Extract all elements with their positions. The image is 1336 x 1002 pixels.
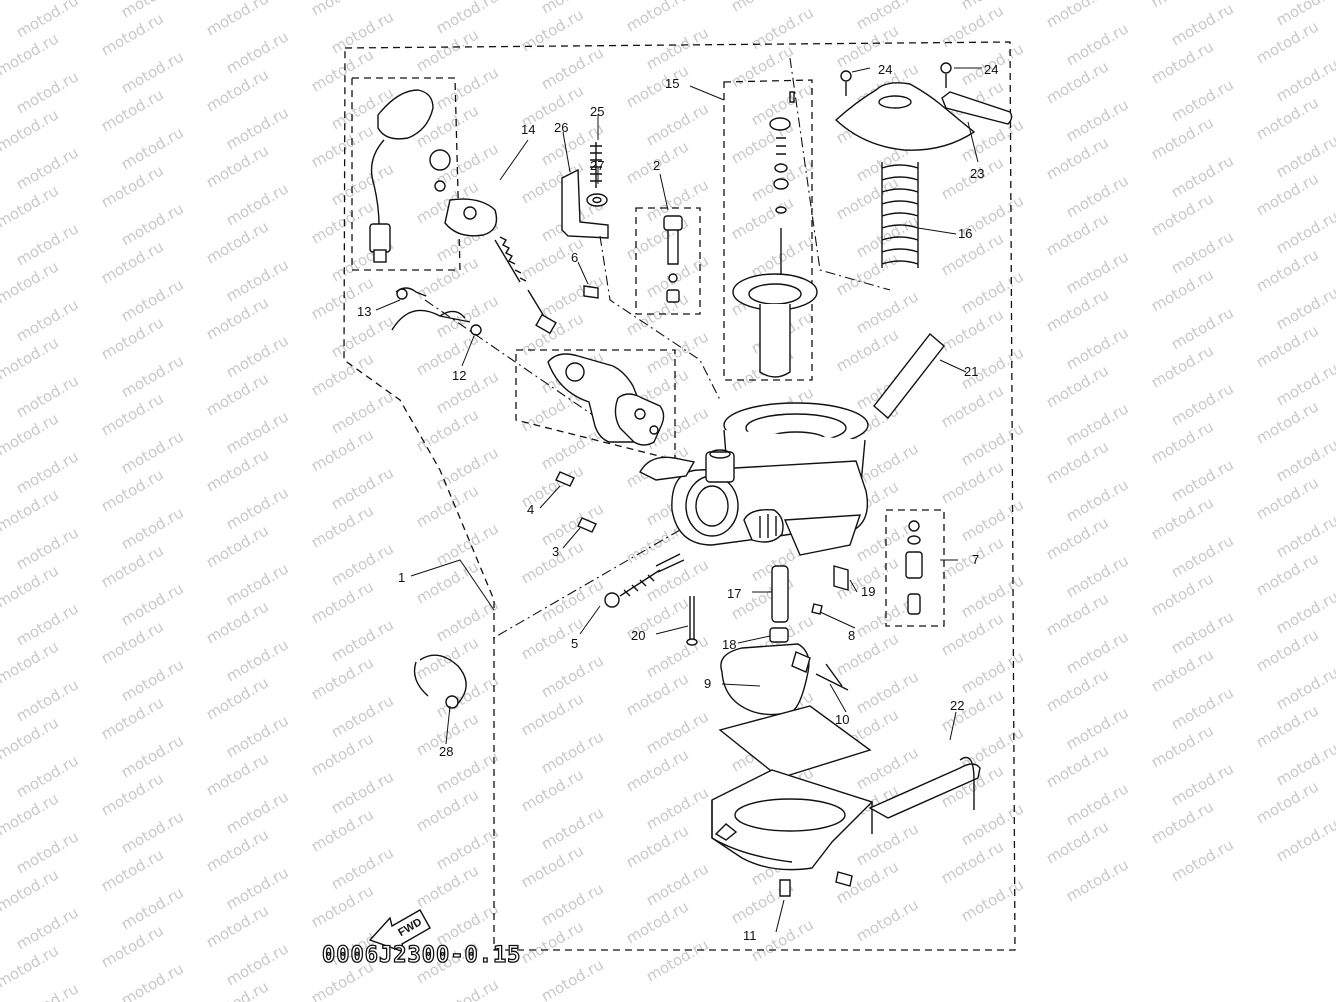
callout-13: 13 — [357, 304, 371, 319]
misc-hardware — [413, 207, 945, 897]
jet-needle-group — [723, 79, 818, 381]
watermark-text: motod.ru — [0, 637, 62, 687]
watermark-text: motod.ru — [958, 875, 1027, 925]
watermark-text: motod.ru — [0, 485, 62, 535]
watermark-text: motod.ru — [0, 789, 62, 839]
callout-20: 20 — [631, 628, 645, 643]
watermark-text: motod.ru — [0, 409, 62, 459]
callout-3: 3 — [552, 544, 559, 559]
callout-22: 22 — [950, 698, 964, 713]
watermark-text: motod.ru — [0, 29, 62, 79]
callout-24a: 24 — [878, 62, 892, 77]
watermark-text: motod.ru — [853, 895, 922, 945]
watermark-text: motod.ru — [0, 257, 62, 307]
choke-cable-assembly — [351, 77, 498, 271]
watermark-text: motod.ru — [728, 0, 797, 15]
callout-27: 27 — [590, 158, 604, 173]
leader-lines — [375, 67, 982, 933]
main-jet-group — [885, 509, 945, 627]
float-bowl-group — [711, 643, 981, 871]
watermark-text: motod.ru — [0, 333, 62, 383]
watermark-text: motod.ru — [0, 181, 62, 231]
watermark-text: motod.ru — [13, 979, 82, 1002]
callout-8: 8 — [848, 628, 855, 643]
diagram-code: 0006J2300-0.15 — [322, 943, 521, 968]
callout-4: 4 — [527, 502, 534, 517]
callout-2: 2 — [653, 158, 660, 173]
watermark-text: motod.ru — [0, 941, 62, 991]
pilot-air-screw-group — [391, 236, 601, 421]
starter-plunger-group — [515, 349, 676, 461]
watermark-text: motod.ru — [118, 959, 187, 1002]
watermark-text: motod.ru — [1168, 835, 1237, 885]
callout-26: 26 — [554, 120, 568, 135]
throttle-stop-bracket — [561, 142, 721, 401]
watermark-text: motod.ru — [0, 713, 62, 763]
callout-28: 28 — [439, 744, 453, 759]
callout-25: 25 — [590, 104, 604, 119]
callout-7: 7 — [972, 552, 979, 567]
callout-23: 23 — [970, 166, 984, 181]
callout-16: 16 — [958, 226, 972, 241]
callout-10: 10 — [835, 712, 849, 727]
watermark-text: motod.ru — [0, 105, 62, 155]
watermark-text: motod.ru — [0, 865, 62, 915]
watermark-text: motod.ru — [433, 975, 502, 1002]
callout-6: 6 — [571, 250, 578, 265]
callout-14: 14 — [521, 122, 535, 137]
callout-17: 17 — [727, 586, 741, 601]
watermark-text: motod.ru — [308, 0, 377, 19]
callout-24b: 24 — [984, 62, 998, 77]
callout-12: 12 — [452, 368, 466, 383]
watermark-text: motod.ru — [0, 561, 62, 611]
watermark-text: motod.ru — [643, 935, 712, 985]
callout-19: 19 — [861, 584, 875, 599]
watermark-text: motod.ru — [1043, 0, 1112, 31]
watermark-text: motod.ru — [203, 0, 272, 39]
callout-9: 9 — [704, 676, 711, 691]
fwd-arrow-icon: FWD — [368, 909, 431, 954]
watermark-text: motod.ru — [1063, 855, 1132, 905]
callout-1: 1 — [398, 570, 405, 585]
top-cover-group — [789, 57, 1013, 291]
watermark-text: motod.ru — [538, 955, 607, 1002]
carburetor-body — [489, 402, 869, 641]
callout-21: 21 — [964, 364, 978, 379]
watermark-text: motod.ru — [1273, 815, 1336, 865]
callout-15: 15 — [665, 76, 679, 91]
callout-labels: 1 2 3 4 5 6 7 8 9 10 11 12 13 14 15 16 1… — [357, 62, 998, 943]
watermark-text: motod.ru — [748, 915, 817, 965]
watermark-text: motod.ru — [1148, 0, 1217, 11]
callout-18: 18 — [722, 637, 736, 652]
callout-5: 5 — [571, 636, 578, 651]
watermark-text: motod.ru — [623, 0, 692, 35]
callout-11: 11 — [743, 928, 757, 943]
